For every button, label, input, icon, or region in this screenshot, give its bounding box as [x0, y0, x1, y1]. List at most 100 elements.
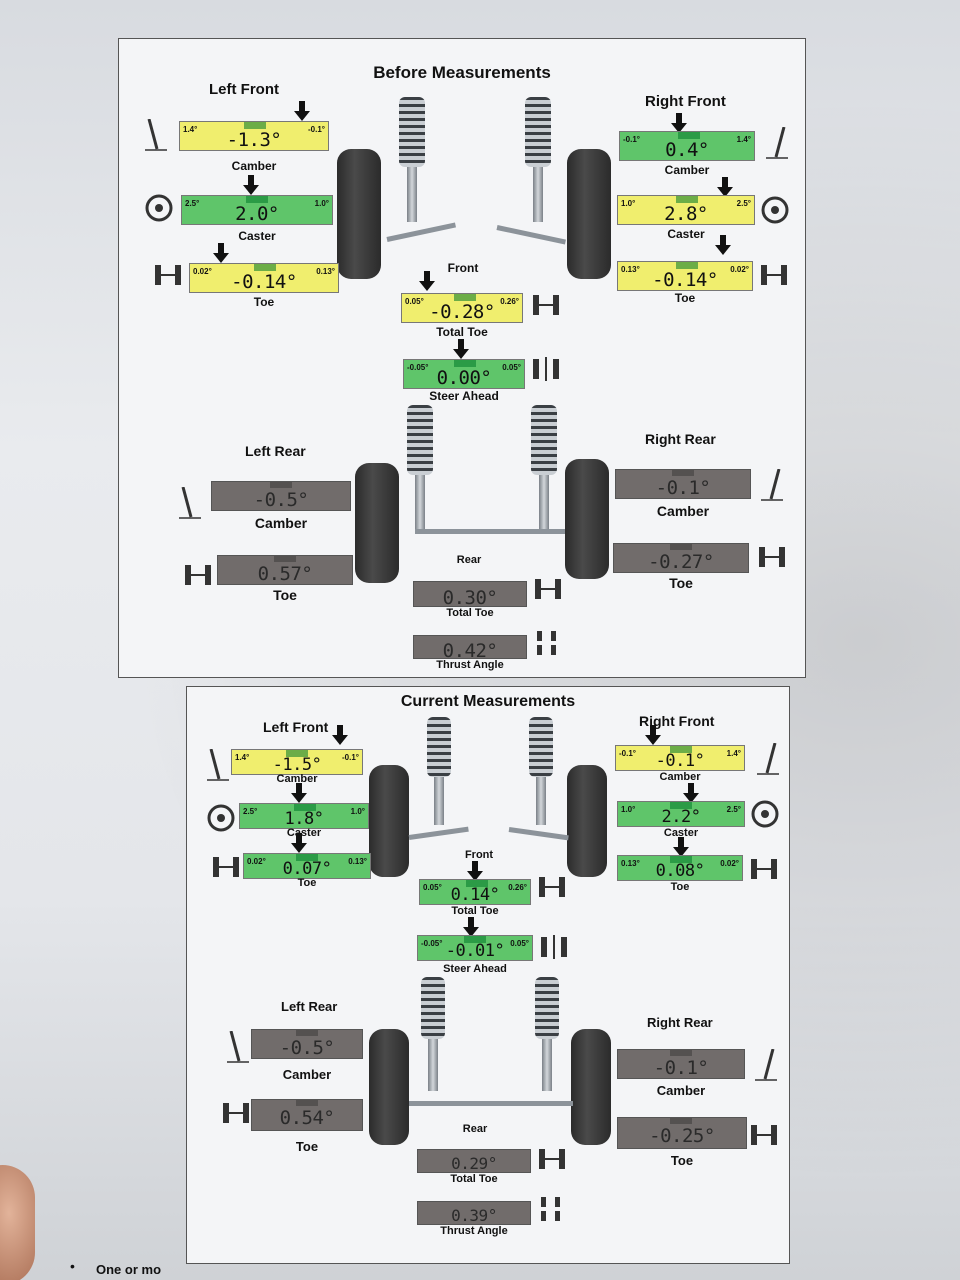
lf-toe-gauge: 0.02° 0.13° 0.07°: [243, 853, 371, 879]
rf-caster-value: 2.8°: [664, 203, 708, 225]
front-total-toe-caption: Total Toe: [451, 905, 499, 917]
lr-camber-value: -0.5°: [253, 489, 309, 511]
rear-suspension-image: [355, 405, 609, 585]
left-rear-label: Left Rear: [245, 443, 306, 459]
lf-camber-caption: Camber: [276, 773, 318, 785]
rr-toe-caption: Toe: [670, 1153, 694, 1168]
lr-toe-caption: Toe: [273, 587, 297, 603]
rear-label: Rear: [462, 1123, 488, 1135]
lr-toe-caption: Toe: [295, 1139, 319, 1154]
rr-camber-caption: Camber: [656, 503, 710, 519]
rr-camber-value: -0.1°: [655, 477, 711, 499]
total-toe-icon: [531, 291, 559, 319]
caster-wheel-icon: [751, 799, 779, 828]
range-arrow-icon: [467, 861, 483, 881]
rear-tie-rod: [415, 529, 565, 534]
rf-camber-value: -0.1°: [655, 751, 705, 771]
rear-total-toe-gauge: 0.30°: [413, 581, 527, 609]
right-rear-spring: [531, 405, 557, 475]
steer-ahead-gauge: -0.05° 0.05° -0.01°: [417, 935, 533, 961]
panel-title: Before Measurements: [373, 63, 551, 82]
rr-toe-value: -0.25°: [649, 1125, 715, 1147]
rr-camber-value: -0.1°: [653, 1057, 709, 1079]
left-rear-spring: [421, 977, 445, 1039]
lf-toe-caption: Toe: [253, 295, 275, 309]
rr-toe-gauge: -0.25°: [617, 1117, 747, 1149]
thrust-angle-gauge: 0.42°: [413, 635, 527, 662]
camber-icon: [177, 486, 203, 519]
range-arrow-icon: [715, 235, 731, 255]
range-arrow-icon: [717, 177, 733, 197]
toe-icon: [759, 261, 787, 289]
front-total-toe-gauge: 0.05° 0.26° 0.14°: [419, 879, 531, 905]
rear-total-toe-gauge: 0.29°: [417, 1149, 531, 1173]
left-front-strut: [407, 167, 417, 222]
steer-ahead-value: 0.00°: [436, 367, 492, 389]
rf-caster-gauge: 1.0° 2.5° 2.2°: [617, 801, 745, 827]
thrust-angle-value: 0.42°: [442, 640, 498, 662]
thrust-angle-gauge: 0.39°: [417, 1201, 531, 1225]
lf-toe-gauge: 0.02° 0.13° -0.14°: [189, 263, 339, 293]
toe-icon: [749, 1121, 777, 1149]
lf-camber-caption: Camber: [231, 159, 277, 173]
left-rear-spring: [407, 405, 433, 475]
thrust-angle-icon: [535, 629, 561, 657]
left-front-strut: [434, 777, 444, 825]
rf-toe-gauge: 0.13° 0.02° -0.14°: [617, 261, 753, 291]
left-rear-tire: [355, 463, 399, 583]
rr-toe-value: -0.27°: [648, 551, 714, 573]
lf-toe-caption: Toe: [297, 877, 317, 889]
rr-camber-caption: Camber: [656, 1083, 706, 1098]
thrust-angle-icon: [539, 1195, 565, 1223]
right-rear-strut: [539, 475, 549, 530]
current-measurements-panel: Current Measurements Left Front 1.4° -0.…: [186, 686, 790, 1264]
front-label: Front: [464, 849, 494, 861]
right-front-tire: [567, 149, 611, 279]
range-arrow-icon: [213, 243, 229, 263]
lf-camber-gauge: 1.4° -0.1° -1.5°: [231, 749, 363, 775]
rear-total-toe-caption: Total Toe: [450, 1173, 498, 1185]
rf-caster-value: 2.2°: [661, 807, 701, 827]
footer-bullet: •: [70, 1258, 75, 1274]
rf-camber-value: 0.4°: [665, 139, 709, 161]
steer-ahead-icon: [531, 355, 559, 383]
caster-wheel-icon: [145, 193, 173, 222]
camber-icon: [759, 468, 785, 501]
rf-toe-caption: Toe: [674, 291, 696, 305]
right-front-strut: [536, 777, 546, 825]
front-total-toe-value: 0.14°: [450, 885, 500, 905]
total-toe-icon: [537, 1145, 565, 1173]
steer-ahead-caption: Steer Ahead: [443, 963, 507, 975]
rf-toe-value: -0.14°: [652, 269, 718, 291]
range-arrow-icon: [291, 783, 307, 803]
range-arrow-icon: [419, 271, 435, 291]
lf-camber-gauge: 1.4° -0.1° -1.3°: [179, 121, 329, 151]
right-rear-spring: [535, 977, 559, 1039]
toe-icon: [221, 1099, 249, 1127]
lf-caster-gauge: 2.5° 1.0° 2.0°: [181, 195, 333, 225]
range-arrow-icon: [683, 783, 699, 803]
lf-camber-value: -1.3°: [226, 129, 282, 151]
left-control-arm: [386, 222, 456, 242]
steer-ahead-icon: [539, 933, 567, 961]
thrust-angle-caption: Thrust Angle: [436, 659, 504, 671]
left-control-arm: [408, 826, 469, 840]
total-toe-icon: [537, 873, 565, 901]
camber-icon: [143, 118, 169, 151]
front-total-toe-gauge: 0.05° 0.26° -0.28°: [401, 293, 523, 323]
left-front-spring: [427, 717, 451, 777]
range-arrow-icon: [671, 113, 687, 133]
right-front-spring: [529, 717, 553, 777]
right-rear-tire: [571, 1029, 611, 1145]
lr-camber-value: -0.5°: [279, 1037, 335, 1059]
rr-camber-gauge: -0.1°: [617, 1049, 745, 1079]
lr-camber-caption: Camber: [254, 515, 308, 531]
camber-icon: [753, 1048, 779, 1081]
range-arrow-icon: [294, 101, 310, 121]
rf-caster-caption: Caster: [667, 227, 705, 241]
range-arrow-icon: [243, 175, 259, 195]
lf-caster-caption: Caster: [238, 229, 276, 243]
steer-ahead-gauge: -0.05° 0.05° 0.00°: [403, 359, 525, 389]
range-arrow-icon: [291, 833, 307, 853]
toe-icon: [757, 543, 785, 571]
